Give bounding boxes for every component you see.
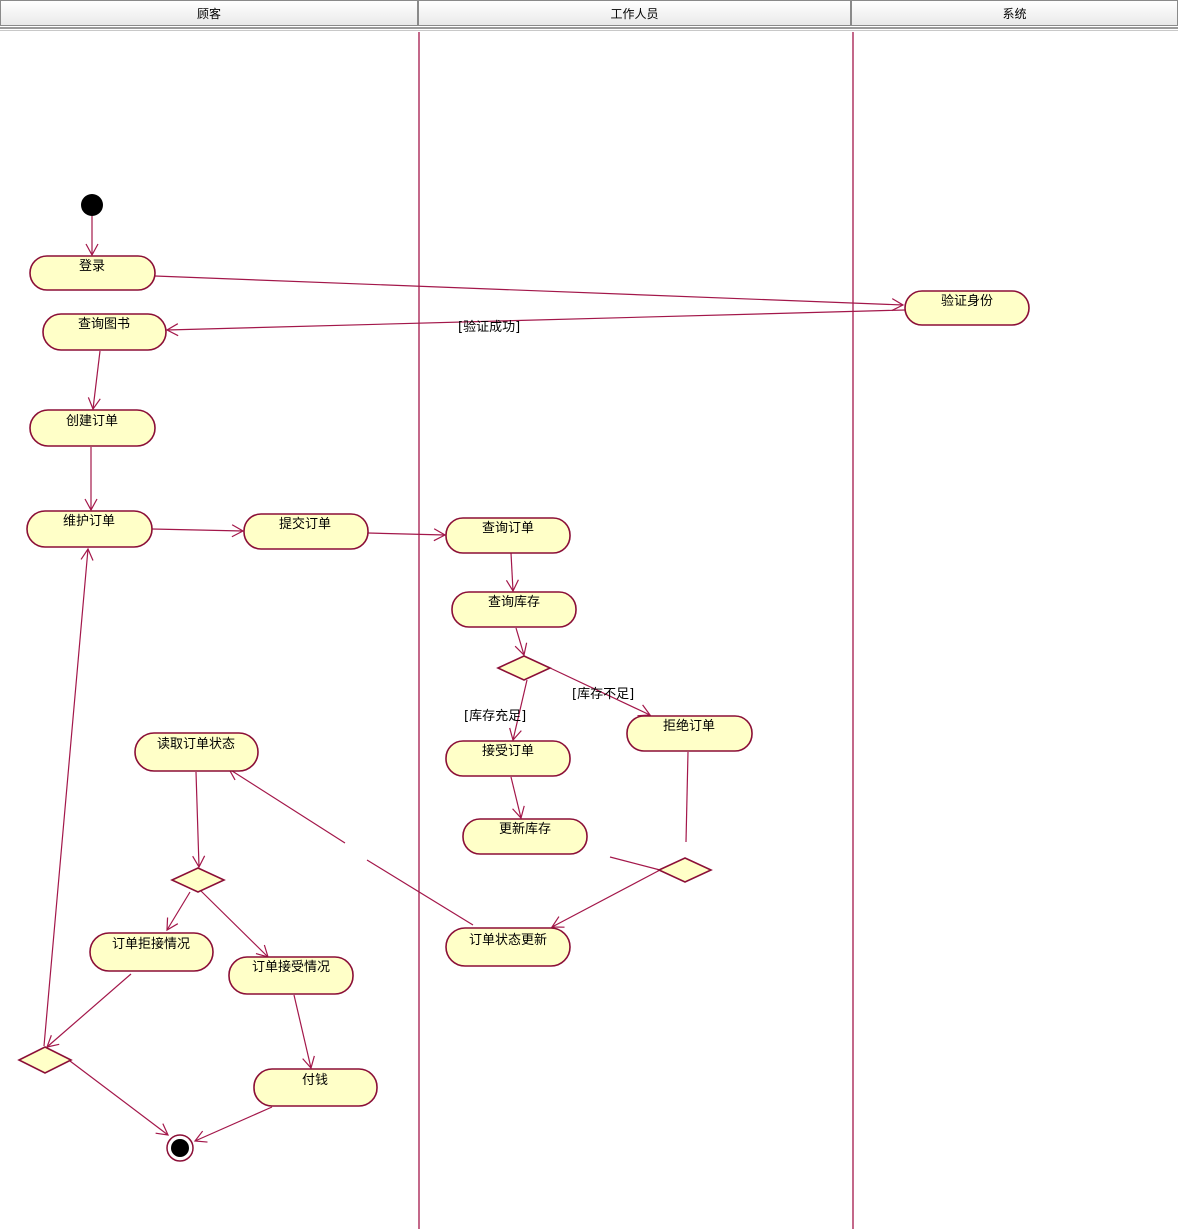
activity-label: 查询订单 xyxy=(482,521,534,536)
activity-query-stock[interactable]: 查询库存 xyxy=(451,591,577,628)
edge-reject-merge xyxy=(685,751,689,843)
activity-label: 接受订单 xyxy=(482,743,534,759)
activity-accepted-case[interactable]: 订单接受情况 xyxy=(228,956,354,995)
lane-header-customer[interactable]: 顾客 xyxy=(0,0,418,26)
activity-label: 订单接受情况 xyxy=(252,959,330,975)
activity-login[interactable]: 登录 xyxy=(29,255,156,291)
activity-reject-order[interactable]: 拒绝订单 xyxy=(626,715,753,752)
activity-read-status[interactable]: 读取订单状态 xyxy=(134,732,259,772)
activity-label: 维护订单 xyxy=(63,514,115,529)
edge-rejected-merge xyxy=(46,973,132,1048)
activity-label: 验证身份 xyxy=(941,293,993,309)
activity-label: 读取订单状态 xyxy=(157,737,235,752)
activity-maintain-order[interactable]: 维护订单 xyxy=(26,510,153,548)
edge-maintain-submit xyxy=(151,524,245,538)
activity-label: 付钱 xyxy=(302,1073,328,1088)
activity-rejected-case[interactable]: 订单拒接情况 xyxy=(89,932,214,972)
activity-order-status-update[interactable]: 订单状态更新 xyxy=(445,927,571,967)
edge-read-decision xyxy=(192,771,206,869)
edge-decision-rejected-case xyxy=(166,891,191,932)
activity-label: 提交订单 xyxy=(279,516,331,532)
edge-pay-end xyxy=(193,1106,273,1143)
activity-query-order[interactable]: 查询订单 xyxy=(445,517,571,554)
edge-decision-accepted-case xyxy=(200,890,269,958)
edge-merge-status-update xyxy=(550,869,661,928)
header-divider-shadow xyxy=(0,30,1178,31)
activity-verify[interactable]: 验证身份 xyxy=(904,290,1030,326)
edge-submit-query-order xyxy=(367,528,447,542)
activity-accept-order[interactable]: 接受订单 xyxy=(445,740,571,777)
merge-customer[interactable] xyxy=(17,1046,73,1074)
lane-header-staff[interactable]: 工作人员 xyxy=(418,0,851,26)
activity-label: 订单拒接情况 xyxy=(112,936,190,952)
edge-verify-query-books xyxy=(165,309,906,337)
edge-merge-end xyxy=(69,1060,169,1136)
activity-pay[interactable]: 付钱 xyxy=(253,1068,378,1107)
guard-verified: [验证成功] xyxy=(458,319,520,335)
activity-label: 查询库存 xyxy=(488,594,540,610)
edge-status-update-read-a xyxy=(366,859,474,926)
edge-accepted-pay xyxy=(293,994,315,1070)
activity-update-stock[interactable]: 更新库存 xyxy=(462,818,588,855)
edge-query-books-create xyxy=(87,350,101,411)
edge-status-update-read-b xyxy=(227,768,346,844)
edge-decision-reject xyxy=(547,666,652,717)
activity-submit-order[interactable]: 提交订单 xyxy=(243,513,369,550)
edge-accept-update-stock xyxy=(510,776,525,820)
initial-node[interactable] xyxy=(81,194,103,216)
header-divider xyxy=(0,27,1178,29)
edge-decision-accept xyxy=(509,679,528,742)
activity-label: 查询图书 xyxy=(78,317,130,332)
edge-update-stock-merge xyxy=(609,856,661,871)
activity-create-order[interactable]: 创建订单 xyxy=(29,409,156,447)
swimlane-header: 顾客 工作人员 系统 xyxy=(0,0,1178,31)
activity-query-books[interactable]: 查询图书 xyxy=(42,313,167,351)
activity-label: 更新库存 xyxy=(499,821,551,837)
edge-stock-decision xyxy=(514,627,528,657)
guard-stock-short: [库存不足] xyxy=(572,686,634,702)
activity-label: 拒绝订单 xyxy=(663,718,715,734)
activity-label: 创建订单 xyxy=(66,414,118,429)
edge-login-verify xyxy=(154,275,905,312)
merge-staff[interactable] xyxy=(657,857,713,883)
guard-stock-enough: [库存充足] xyxy=(464,708,526,724)
activity-label: 登录 xyxy=(79,259,105,274)
decision-read-status[interactable] xyxy=(170,867,226,893)
final-node[interactable] xyxy=(166,1134,194,1162)
decision-stock[interactable] xyxy=(496,655,552,681)
transitions xyxy=(43,216,906,1143)
lane-header-system[interactable]: 系统 xyxy=(851,0,1178,26)
activity-label: 订单状态更新 xyxy=(469,932,547,948)
edge-merge-maintain xyxy=(43,547,94,1047)
edge-query-order-stock xyxy=(505,552,519,593)
